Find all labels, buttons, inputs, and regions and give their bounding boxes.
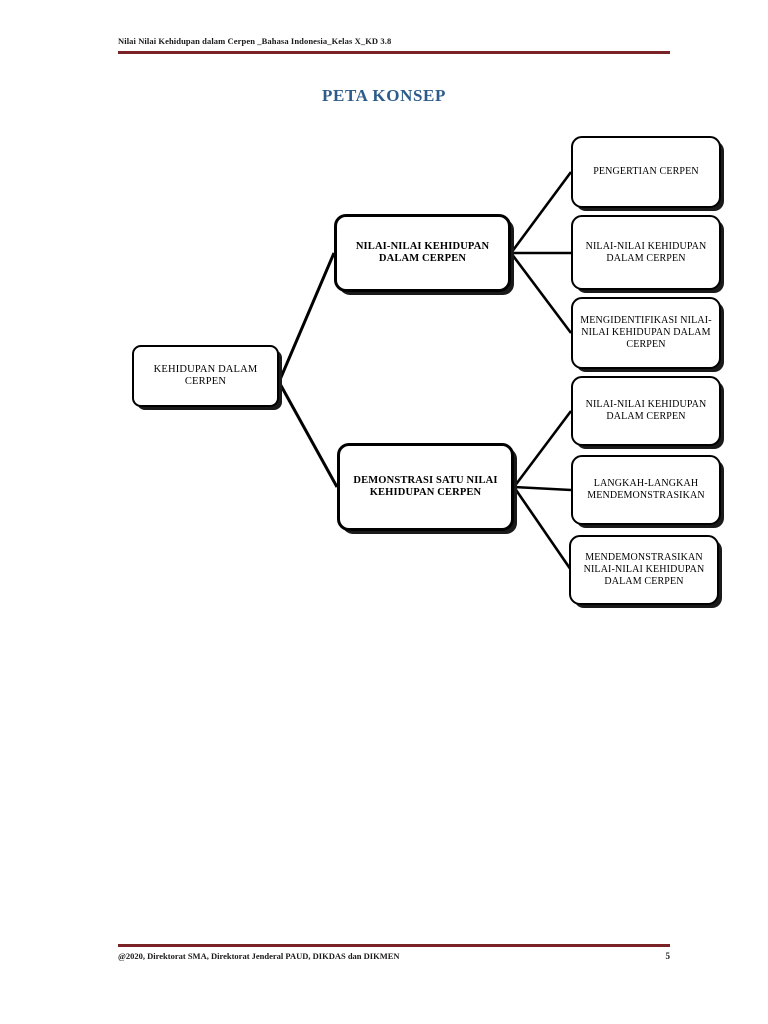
edge-branch2-leaf6 (512, 486, 573, 571)
node-leaf-4-label: NILAI-NILAI KEHIDUPAN DALAM CERPEN (585, 399, 707, 422)
node-leaf-5-label: LANGKAH-LANGKAH MENDEMONSTRASIKAN (587, 478, 705, 501)
node-leaf-1-label: PENGERTIAN CERPEN (593, 166, 699, 178)
node-branch-2[interactable]: DEMONSTRASI SATU NILAI KEHIDUPAN CERPEN (337, 443, 514, 531)
footer-divider (118, 944, 670, 947)
node-leaf-6[interactable]: MENDEMONSTRASIKAN NILAI-NILAI KEHIDUPAN … (569, 535, 719, 605)
node-branch-2-label: DEMONSTRASI SATU NILAI KEHIDUPAN CERPEN (353, 474, 498, 498)
page-title: PETA KONSEP (322, 86, 446, 105)
node-leaf-3[interactable]: MENGIDENTIFIKASI NILAI-NILAI KEHIDUPAN D… (571, 297, 721, 369)
node-branch-1[interactable]: NILAI-NILAI KEHIDUPAN DALAM CERPEN (334, 214, 511, 292)
page-footer: @2020, Direktorat SMA, Direktorat Jender… (118, 944, 670, 961)
node-leaf-6-label: MENDEMONSTRASIKAN NILAI-NILAI KEHIDUPAN … (583, 552, 705, 587)
edge-branch1-leaf1 (509, 171, 573, 254)
edge-branch1-leaf3 (509, 252, 573, 334)
node-leaf-2-label: NILAI-NILAI KEHIDUPAN DALAM CERPEN (585, 240, 707, 264)
node-leaf-2[interactable]: NILAI-NILAI KEHIDUPAN DALAM CERPEN (571, 215, 721, 290)
edge-root-branch2 (277, 381, 339, 488)
node-leaf-1[interactable]: PENGERTIAN CERPEN (571, 136, 721, 208)
node-branch-1-label: NILAI-NILAI KEHIDUPAN DALAM CERPEN (355, 240, 490, 264)
node-root-label: KEHIDUPAN DALAM CERPEN (153, 363, 258, 387)
node-leaf-4[interactable]: NILAI-NILAI KEHIDUPAN DALAM CERPEN (571, 376, 721, 446)
header-title-text: Nilai Nilai Kehidupan dalam Cerpen _Baha… (118, 36, 392, 46)
edge-branch2-leaf5 (513, 485, 572, 492)
edge-branch2-leaf4 (512, 410, 573, 488)
edge-root-branch1 (277, 252, 336, 383)
node-leaf-3-label: MENGIDENTIFIKASI NILAI-NILAI KEHIDUPAN D… (580, 315, 712, 350)
footer-row: @2020, Direktorat SMA, Direktorat Jender… (118, 951, 670, 961)
page-header: Nilai Nilai Kehidupan dalam Cerpen _Baha… (118, 36, 670, 54)
header-divider (118, 51, 670, 54)
node-root[interactable]: KEHIDUPAN DALAM CERPEN (132, 345, 279, 407)
footer-page-number: 5 (665, 951, 671, 961)
node-leaf-5[interactable]: LANGKAH-LANGKAH MENDEMONSTRASIKAN (571, 455, 721, 525)
footer-copyright-text: @2020, Direktorat SMA, Direktorat Jender… (118, 951, 400, 961)
